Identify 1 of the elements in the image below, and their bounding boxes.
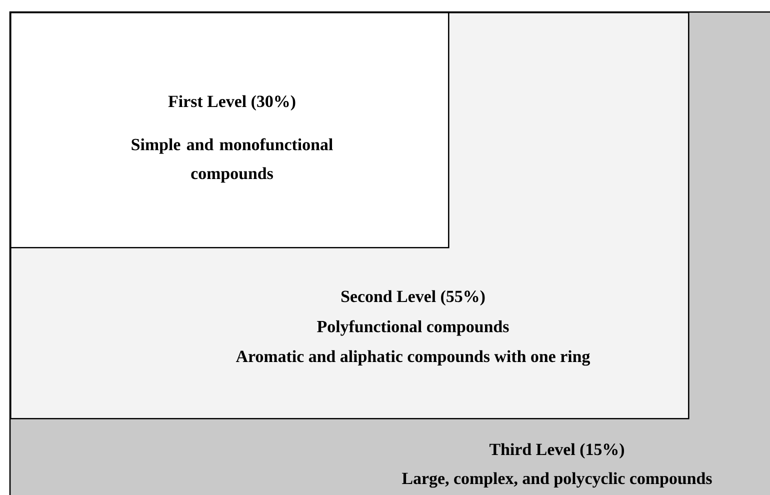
level-box: First Level (30%) Simple and monofunctional compounds <box>10 12 450 248</box>
